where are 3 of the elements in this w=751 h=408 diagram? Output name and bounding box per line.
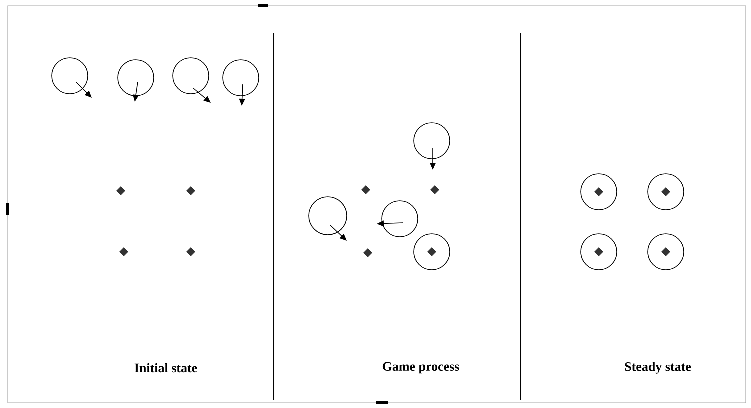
panel-label: Game process [382,362,460,374]
panel-label: Initial state [134,363,198,373]
panel-label: Steady state [625,362,692,374]
